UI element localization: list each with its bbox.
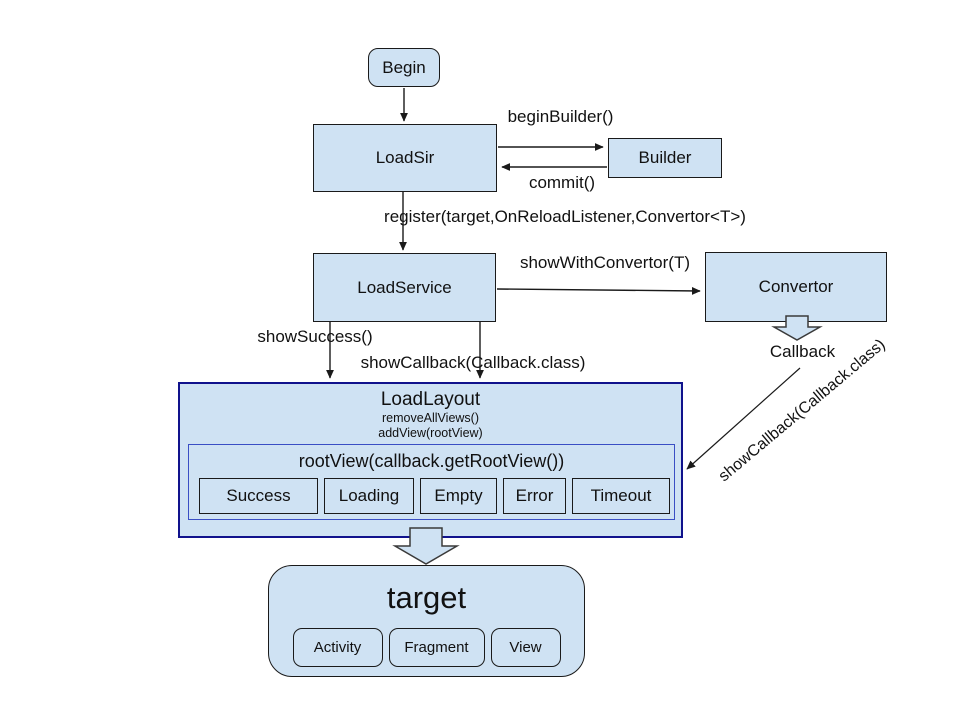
edge-label-commit: commit()	[528, 173, 596, 192]
node-builder: Builder	[608, 138, 722, 178]
node-begin-label: Begin	[382, 57, 426, 77]
edge-label-callback: Callback	[769, 342, 836, 361]
target-children-row: Activity Fragment View	[269, 628, 584, 667]
node-loadservice-label: LoadService	[357, 277, 452, 297]
callback-box-empty: Empty	[420, 478, 497, 514]
rootview-title: rootView(callback.getRootView())	[298, 451, 565, 471]
target-title: target	[386, 580, 467, 615]
node-rootview: rootView(callback.getRootView()) Success…	[188, 444, 675, 520]
callback-box-error: Error	[503, 478, 566, 514]
node-loadsir: LoadSir	[313, 124, 497, 192]
edge-label-showwithconvertor: showWithConvertor(T)	[519, 253, 691, 272]
callback-empty-label: Empty	[434, 486, 483, 505]
callback-box-timeout: Timeout	[572, 478, 670, 514]
target-fragment-label: Fragment	[404, 639, 469, 656]
target-view-label: View	[509, 639, 542, 656]
callback-timeout-label: Timeout	[590, 486, 652, 505]
target-activity-label: Activity	[313, 639, 362, 656]
edge-label-register: register(target,OnReloadListener,Convert…	[384, 207, 746, 226]
target-box-view: View	[490, 628, 561, 667]
node-builder-label: Builder	[638, 148, 692, 167]
callback-box-loading: Loading	[324, 478, 414, 514]
loadlayout-method-removeallviews: removeAllViews()	[381, 411, 479, 425]
edge-label-showcallback: showCallback(Callback.class)	[360, 353, 586, 372]
node-begin: Begin	[368, 48, 440, 87]
callback-loading-label: Loading	[338, 486, 400, 505]
target-box-fragment: Fragment	[388, 628, 485, 667]
node-loadlayout: LoadLayout removeAllViews() addView(root…	[178, 382, 683, 538]
node-loadsir-label: LoadSir	[375, 148, 435, 167]
callback-box-success: Success	[199, 478, 318, 514]
callback-row: Success Loading Empty Error Timeout	[199, 478, 670, 514]
target-box-activity: Activity	[292, 628, 383, 667]
callback-success-label: Success	[226, 486, 291, 505]
arrow-loadservice-to-convertor	[496, 286, 701, 295]
callback-error-label: Error	[515, 486, 554, 505]
loadlayout-title: LoadLayout	[380, 389, 481, 410]
node-loadservice: LoadService	[313, 253, 496, 322]
edge-label-beginbuilder: beginBuilder()	[507, 107, 614, 126]
node-convertor: Convertor	[705, 252, 887, 322]
loadlayout-method-addview: addView(rootView)	[378, 426, 483, 440]
edge-label-showsuccess: showSuccess()	[257, 327, 373, 346]
node-convertor-label: Convertor	[758, 277, 834, 296]
node-target: target Activity Fragment View	[268, 565, 585, 677]
